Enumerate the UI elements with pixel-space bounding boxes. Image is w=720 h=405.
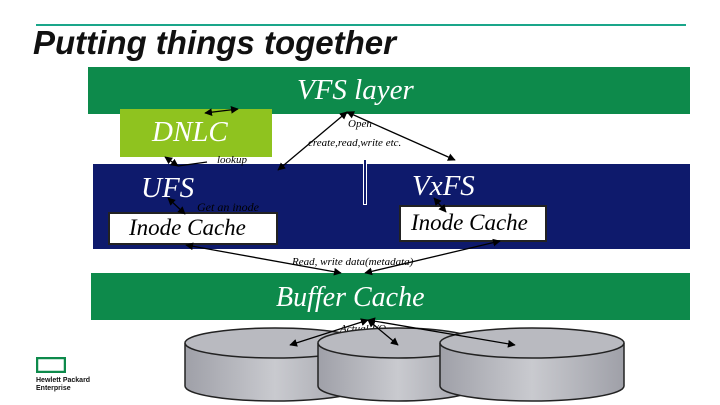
- arrow-ufs-inode: [168, 198, 185, 214]
- arrow-vfs-to-ufs: [278, 112, 347, 170]
- arrow-dnlc-lookup: [165, 157, 178, 166]
- logo-line-2: Enterprise: [36, 385, 90, 393]
- hpe-logo: [36, 357, 66, 373]
- disk-3: [440, 328, 624, 401]
- arrow-vfs-dnlc: [205, 109, 238, 113]
- arrow-ufs-buffer: [186, 245, 341, 273]
- arrow-vfs-to-vxfs: [347, 112, 455, 160]
- arrow-vxfs-inode: [434, 198, 446, 212]
- arrow-ufs-lookup: [178, 162, 207, 166]
- arrow-vxfs-buffer: [365, 241, 500, 273]
- hpe-logo-text: Hewlett Packard Enterprise: [36, 377, 90, 393]
- logo-line-1: Hewlett Packard: [36, 377, 90, 385]
